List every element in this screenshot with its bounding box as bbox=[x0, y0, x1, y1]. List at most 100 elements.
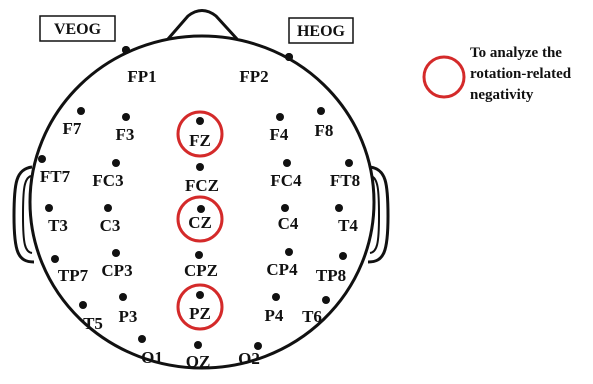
legend: To analyze the rotation-related negativi… bbox=[422, 45, 572, 103]
electrode-dot-cz bbox=[197, 205, 205, 213]
electrode-dot-t4 bbox=[335, 204, 343, 212]
veog-box: VEOG bbox=[39, 15, 116, 42]
electrode-dot-cp3 bbox=[112, 249, 120, 257]
electrode-t4: T4 bbox=[335, 204, 358, 235]
electrode-o1: O1 bbox=[138, 335, 163, 367]
electrode-dot-p4 bbox=[272, 293, 280, 301]
electrode-label-tp7: TP7 bbox=[58, 266, 89, 285]
electrode-label-f3: F3 bbox=[116, 125, 135, 144]
electrode-dot-f8 bbox=[317, 107, 325, 115]
electrode-label-fp1: FP1 bbox=[127, 67, 156, 86]
electrode-dot-ft8 bbox=[345, 159, 353, 167]
highlight-ring-pz bbox=[176, 283, 224, 331]
legend-line-1: To analyze the bbox=[470, 45, 562, 61]
electrode-tp7: TP7 bbox=[51, 255, 89, 285]
electrode-label-fcz: FCZ bbox=[185, 176, 219, 195]
electrode-fc3: FC3 bbox=[92, 159, 124, 190]
electrode-cp3: CP3 bbox=[101, 249, 133, 280]
electrode-dot-o1 bbox=[138, 335, 146, 343]
electrode-ft8: FT8 bbox=[330, 159, 360, 190]
electrode-dot-cpz bbox=[195, 251, 203, 259]
electrode-label-c4: C4 bbox=[278, 214, 299, 233]
legend-marker bbox=[422, 55, 466, 99]
nose-shape bbox=[166, 9, 239, 41]
legend-line-2: rotation-related bbox=[470, 66, 572, 82]
veog-label: VEOG bbox=[54, 21, 102, 38]
electrode-cz: CZ bbox=[176, 195, 224, 243]
electrode-label-t3: T3 bbox=[48, 216, 68, 235]
electrode-dot-f7 bbox=[77, 107, 85, 115]
electrode-fz: FZ bbox=[176, 110, 224, 158]
electrode-label-o2: O2 bbox=[238, 349, 260, 368]
electrode-pz: PZ bbox=[176, 283, 224, 331]
electrode-f3: F3 bbox=[116, 113, 135, 144]
electrode-dot-oz bbox=[194, 341, 202, 349]
electrode-t6: T6 bbox=[302, 296, 330, 326]
right-ear-inner bbox=[369, 175, 381, 254]
electrode-p3: P3 bbox=[119, 293, 137, 326]
electrode-dot-p3 bbox=[119, 293, 127, 301]
electrode-label-o1: O1 bbox=[141, 348, 163, 367]
electrode-p4: P4 bbox=[265, 293, 284, 325]
electrode-dot-t6 bbox=[322, 296, 330, 304]
electrode-fc4: FC4 bbox=[270, 159, 302, 190]
electrode-ft7: FT7 bbox=[38, 155, 71, 186]
electrode-dot-f3 bbox=[122, 113, 130, 121]
electrode-dot-t5 bbox=[79, 301, 87, 309]
electrode-c3: C3 bbox=[100, 204, 121, 235]
electrode-dot-c4 bbox=[281, 204, 289, 212]
electrode-t3: T3 bbox=[45, 204, 68, 235]
highlight-ring-cz bbox=[176, 195, 224, 243]
electrode-dot-c3 bbox=[104, 204, 112, 212]
electrode-label-t4: T4 bbox=[338, 216, 358, 235]
left-ear bbox=[12, 165, 35, 264]
electrode-o2: O2 bbox=[238, 342, 262, 368]
electrode-fp1: FP1 bbox=[122, 46, 157, 86]
electrode-tp8: TP8 bbox=[316, 252, 347, 285]
head-outline bbox=[28, 34, 376, 370]
electrode-label-t6: T6 bbox=[302, 307, 322, 326]
legend-line-3: negativity bbox=[470, 87, 534, 103]
electrode-label-fc4: FC4 bbox=[270, 171, 302, 190]
electrode-dot-tp7 bbox=[51, 255, 59, 263]
electrode-dot-fcz bbox=[196, 163, 204, 171]
electrode-oz: OZ bbox=[186, 341, 211, 371]
electrode-label-cp4: CP4 bbox=[266, 260, 298, 279]
electrode-label-fz: FZ bbox=[189, 131, 211, 150]
electrode-label-fp2: FP2 bbox=[239, 67, 268, 86]
electrode-label-f4: F4 bbox=[270, 125, 289, 144]
electrode-fp2: FP2 bbox=[239, 53, 293, 86]
electrode-dot-fp2 bbox=[285, 53, 293, 61]
electrode-label-f8: F8 bbox=[315, 121, 334, 140]
electrode-f7: F7 bbox=[63, 107, 85, 138]
electrode-dot-fc3 bbox=[112, 159, 120, 167]
electrode-label-c3: C3 bbox=[100, 216, 121, 235]
electrode-dot-fc4 bbox=[283, 159, 291, 167]
electrode-label-ft8: FT8 bbox=[330, 171, 360, 190]
electrode-f8: F8 bbox=[315, 107, 334, 140]
right-ear bbox=[367, 165, 390, 264]
electrode-dot-fz bbox=[196, 117, 204, 125]
electrode-dot-pz bbox=[196, 291, 204, 299]
electrode-dot-t3 bbox=[45, 204, 53, 212]
electrode-dot-cp4 bbox=[285, 248, 293, 256]
electrode-fcz: FCZ bbox=[185, 163, 219, 195]
electrode-label-oz: OZ bbox=[186, 352, 211, 371]
electrode-label-cpz: CPZ bbox=[184, 261, 218, 280]
electrode-dot-o2 bbox=[254, 342, 262, 350]
electrode-cpz: CPZ bbox=[184, 251, 218, 280]
electrode-cp4: CP4 bbox=[266, 248, 298, 279]
electrode-label-fc3: FC3 bbox=[92, 171, 123, 190]
electrode-dot-fp1 bbox=[122, 46, 130, 54]
electrode-t5: T5 bbox=[79, 301, 103, 333]
electrode-c4: C4 bbox=[278, 204, 299, 233]
highlight-ring-fz bbox=[176, 110, 224, 158]
left-ear-inner bbox=[21, 175, 33, 254]
heog-label: HEOG bbox=[297, 23, 346, 40]
electrode-label-p4: P4 bbox=[265, 306, 284, 325]
electrode-f4: F4 bbox=[270, 113, 289, 144]
electrode-label-f7: F7 bbox=[63, 119, 82, 138]
